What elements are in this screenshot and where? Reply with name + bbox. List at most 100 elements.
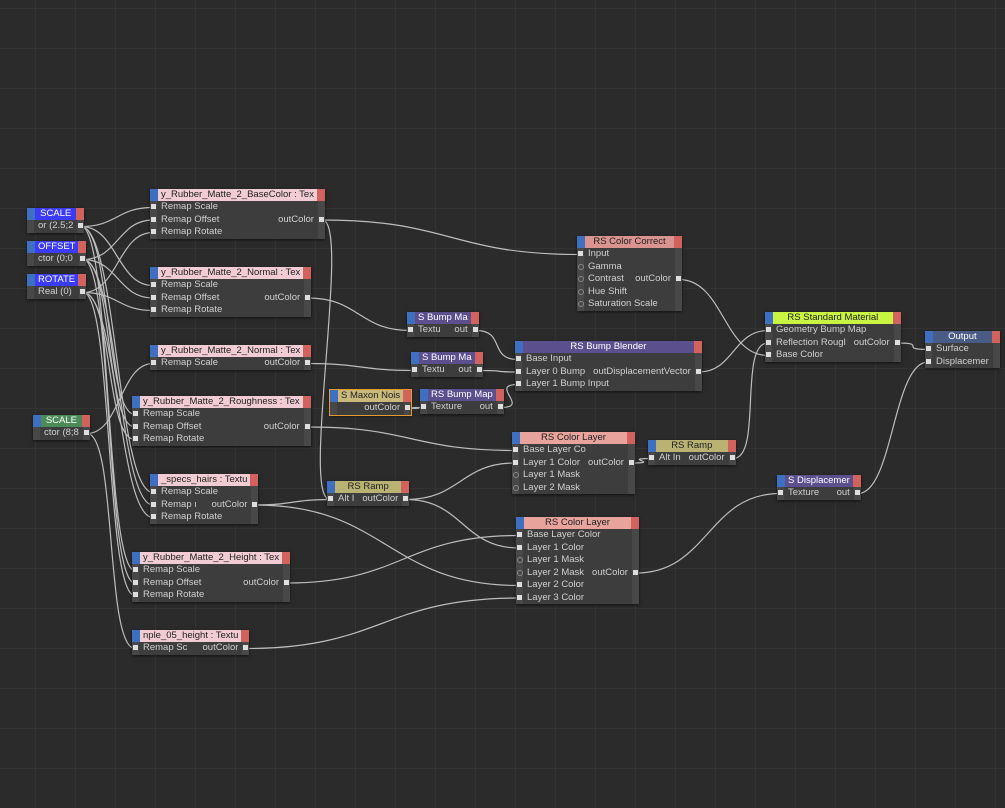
node-header[interactable]: RS Color Layer bbox=[516, 517, 639, 529]
input-port[interactable] bbox=[328, 496, 333, 501]
input-port[interactable] bbox=[578, 288, 584, 295]
input-port[interactable] bbox=[517, 532, 522, 537]
wire-bump2-blender[interactable] bbox=[479, 369, 519, 373]
wire-offset-tex_rough[interactable] bbox=[82, 258, 136, 428]
node-header[interactable]: S Bump Ma bbox=[411, 352, 483, 364]
wire-rotate-tex_rough[interactable] bbox=[82, 291, 136, 441]
node-close-handle[interactable] bbox=[78, 274, 87, 286]
output-port[interactable] bbox=[305, 294, 311, 300]
node-header[interactable]: y_Rubber_Matte_2_Normal : Tex bbox=[150, 267, 312, 279]
node-header[interactable]: RS Color Layer bbox=[512, 432, 635, 444]
wire-ramp2-layer1[interactable] bbox=[405, 462, 516, 501]
node-close-handle[interactable] bbox=[727, 440, 736, 452]
input-port[interactable] bbox=[778, 490, 783, 495]
input-port[interactable] bbox=[578, 276, 584, 282]
output-port[interactable] bbox=[80, 289, 86, 294]
node-close-handle[interactable] bbox=[991, 331, 1000, 343]
wire-tex_normal1-bump1[interactable] bbox=[307, 297, 411, 332]
input-port[interactable] bbox=[926, 358, 931, 364]
input-port[interactable] bbox=[151, 514, 156, 519]
input-port[interactable] bbox=[133, 423, 138, 429]
node-expand-handle[interactable] bbox=[648, 440, 656, 452]
node-header[interactable]: RS Bump Blender bbox=[515, 341, 702, 353]
node-header[interactable]: ROTATE bbox=[27, 274, 87, 286]
input-port[interactable] bbox=[408, 327, 413, 332]
input-port[interactable] bbox=[517, 557, 523, 563]
node-expand-handle[interactable] bbox=[515, 341, 523, 353]
wire-blender-std[interactable] bbox=[698, 329, 769, 373]
input-port[interactable] bbox=[517, 594, 522, 600]
input-port[interactable] bbox=[151, 501, 156, 507]
wire-scale1-tex_height[interactable] bbox=[80, 225, 136, 572]
node-header[interactable]: RS Standard Material bbox=[765, 312, 901, 324]
input-port[interactable] bbox=[926, 346, 931, 351]
input-port[interactable] bbox=[578, 263, 584, 270]
output-port[interactable] bbox=[894, 339, 900, 345]
node-header[interactable]: y_Rubber_Matte_2_Roughness : Tex bbox=[132, 396, 311, 408]
output-port[interactable] bbox=[243, 645, 249, 650]
input-port[interactable] bbox=[516, 368, 521, 374]
input-port[interactable] bbox=[151, 489, 156, 494]
wire-tex_specs-ramp2[interactable] bbox=[254, 498, 331, 506]
input-port[interactable] bbox=[578, 251, 583, 256]
node-header[interactable]: RS Ramp bbox=[327, 481, 410, 493]
output-port[interactable] bbox=[78, 223, 84, 228]
output-port[interactable] bbox=[632, 569, 638, 575]
node-close-handle[interactable] bbox=[626, 432, 635, 444]
node-expand-handle[interactable] bbox=[27, 274, 35, 286]
node-close-handle[interactable] bbox=[81, 415, 90, 427]
node-close-handle[interactable] bbox=[78, 241, 87, 253]
node-header[interactable]: _specs_hairs : Textu bbox=[150, 474, 259, 486]
node-header[interactable]: y_Rubber_Matte_2_BaseColor : Tex bbox=[150, 189, 325, 201]
wire-scale1-tex_base[interactable] bbox=[80, 206, 154, 228]
input-port[interactable] bbox=[151, 294, 156, 300]
input-port[interactable] bbox=[133, 411, 138, 416]
node-expand-handle[interactable] bbox=[132, 630, 140, 642]
node-expand-handle[interactable] bbox=[27, 241, 35, 253]
wire-tex_base-correct[interactable] bbox=[321, 219, 581, 256]
node-header[interactable]: RS Color Correct bbox=[577, 236, 682, 248]
input-port[interactable] bbox=[513, 472, 519, 478]
wire-offset-tex_height[interactable] bbox=[82, 258, 136, 584]
node-expand-handle[interactable] bbox=[420, 389, 428, 401]
node-close-handle[interactable] bbox=[303, 345, 312, 357]
node-expand-handle[interactable] bbox=[330, 390, 338, 402]
input-port[interactable] bbox=[151, 360, 156, 365]
node-close-handle[interactable] bbox=[241, 630, 250, 642]
wire-scale1-tex_normal1[interactable] bbox=[80, 225, 154, 287]
node-expand-handle[interactable] bbox=[150, 267, 158, 279]
output-port[interactable] bbox=[854, 490, 860, 495]
input-port[interactable] bbox=[517, 582, 522, 587]
node-close-handle[interactable] bbox=[470, 312, 479, 324]
output-port[interactable] bbox=[476, 367, 482, 372]
output-port[interactable] bbox=[403, 496, 409, 501]
output-port[interactable] bbox=[80, 256, 86, 261]
input-port[interactable] bbox=[421, 404, 426, 409]
node-expand-handle[interactable] bbox=[411, 352, 419, 364]
wire-tex_normal2-bump2[interactable] bbox=[307, 362, 415, 372]
wire-scale1-tex_rough[interactable] bbox=[80, 225, 136, 416]
input-port[interactable] bbox=[516, 356, 521, 361]
node-close-handle[interactable] bbox=[852, 475, 861, 487]
output-port[interactable] bbox=[305, 360, 311, 365]
node-expand-handle[interactable] bbox=[765, 312, 773, 324]
node-close-handle[interactable] bbox=[282, 552, 291, 564]
node-expand-handle[interactable] bbox=[327, 481, 335, 493]
wire-rotate-tex_normal1[interactable] bbox=[82, 291, 154, 312]
